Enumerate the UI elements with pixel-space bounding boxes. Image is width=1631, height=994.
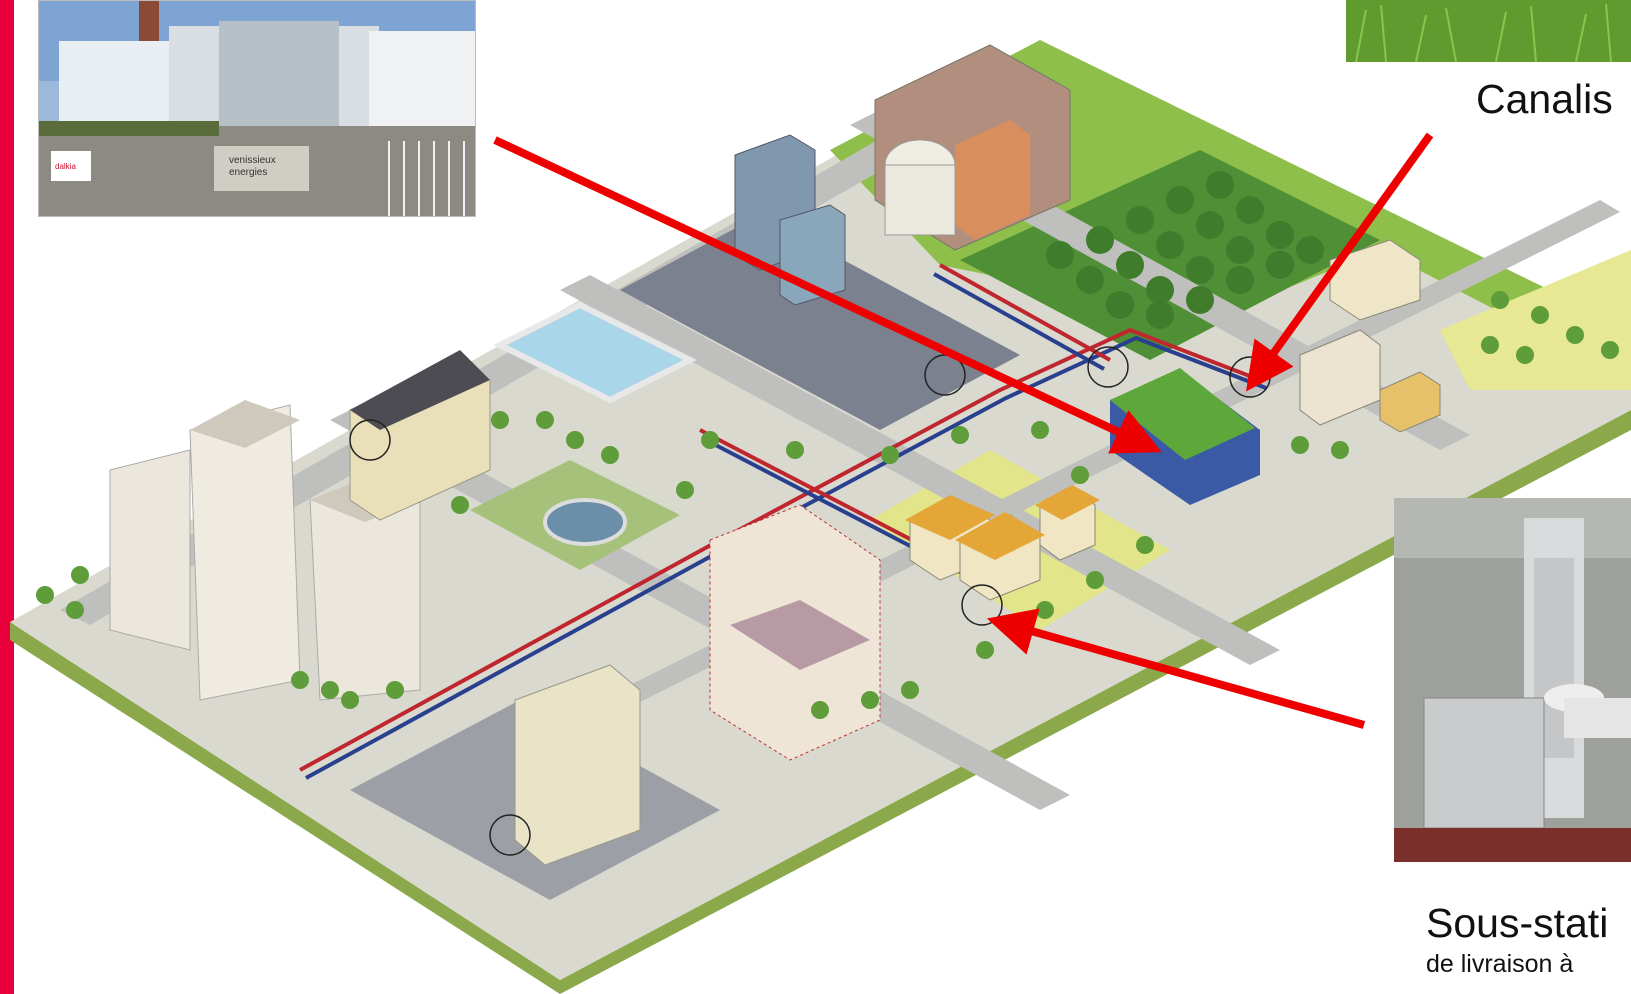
heating-plant-roof [1110,368,1255,460]
grass-photo [1346,0,1631,62]
office-roof [730,600,870,670]
fountain [543,498,627,546]
house-roofs [905,485,1100,560]
glass-tower-2 [779,204,846,306]
sous-station-label: Sous-stati [1426,900,1609,946]
sous-station-sublabel: de livraison à [1426,950,1574,978]
residential-towers [109,400,421,701]
canalisation-label: Canalis [1476,76,1613,122]
svg-text:energies: energies [229,167,267,178]
hospital [514,664,641,866]
accent-bar [0,0,14,994]
plant-photo: venissieux energies dalkia [38,0,476,217]
plant-sign-text: venissieux [229,155,276,166]
substation-photo [1394,498,1631,862]
dalkia-logo: dalkia [55,162,76,171]
town-hall-roof [350,350,490,430]
